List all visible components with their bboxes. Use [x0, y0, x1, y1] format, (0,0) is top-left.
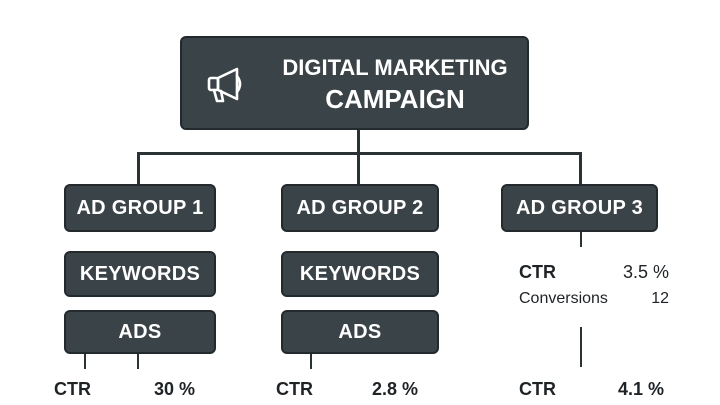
ad-group-2-keywords-node[interactable]: KEYWORDS	[281, 251, 439, 297]
ad-group-3-label: AD GROUP 3	[515, 196, 644, 219]
connector-group-1	[137, 152, 140, 185]
connector-group-1-right	[137, 352, 139, 369]
connector-group-3-ctr	[580, 327, 582, 367]
ad-group-3-ctr-value: 4.1 %	[618, 379, 665, 399]
ad-group-2-label: AD GROUP 2	[296, 196, 424, 219]
campaign-title-line-2: CAMPAIGN	[325, 84, 465, 114]
connector-group-1-left	[84, 352, 86, 369]
connector-root-down	[357, 128, 360, 154]
ad-group-3-ctr-label: CTR	[519, 379, 556, 399]
connector-group-3	[579, 152, 582, 185]
campaign-title: DIGITAL MARKETING CAMPAIGN	[270, 54, 520, 116]
ad-group-1-keywords-label: KEYWORDS	[79, 262, 201, 285]
ad-group-2-ads-node[interactable]: ADS	[281, 310, 439, 354]
ad-group-1-ads-label: ADS	[118, 320, 162, 343]
ad-group-3-stats-conversions-label: Conversions	[519, 290, 608, 307]
ad-group-2-ads-label: ADS	[338, 320, 382, 343]
ad-group-2-ctr-label: CTR	[276, 379, 313, 399]
ad-group-2-ctr-value: 2.8 %	[372, 379, 419, 399]
ad-group-3-stats-ctr-value: 3.5 %	[622, 262, 669, 282]
ad-group-3-stats-ctr-label: CTR	[519, 262, 556, 282]
campaign-title-line-1: DIGITAL MARKETING	[282, 55, 508, 80]
ad-group-2-keywords-label: KEYWORDS	[299, 262, 421, 285]
ad-group-1-ctr-label: CTR	[54, 379, 91, 399]
connector-group-3-stats	[580, 229, 582, 247]
campaign-root-node[interactable]: DIGITAL MARKETING CAMPAIGN	[180, 36, 529, 130]
ad-group-3-stats-panel: CTR 3.5 % Conversions 12	[501, 248, 685, 316]
connector-group-2	[357, 152, 360, 185]
ad-group-1-node[interactable]: AD GROUP 1	[64, 184, 216, 232]
ad-group-3-stats-conversions-value: 12	[651, 290, 669, 307]
ad-group-2-node[interactable]: AD GROUP 2	[281, 184, 439, 232]
ad-group-1-label: AD GROUP 1	[76, 196, 204, 219]
ad-group-3-node[interactable]: AD GROUP 3	[501, 184, 658, 232]
ad-group-1-ads-node[interactable]: ADS	[64, 310, 216, 354]
connector-group-2-left	[310, 352, 312, 369]
ad-group-1-keywords-node[interactable]: KEYWORDS	[64, 251, 216, 297]
megaphone-icon	[206, 65, 254, 105]
ad-group-1-ctr-value: 30 %	[154, 379, 196, 399]
